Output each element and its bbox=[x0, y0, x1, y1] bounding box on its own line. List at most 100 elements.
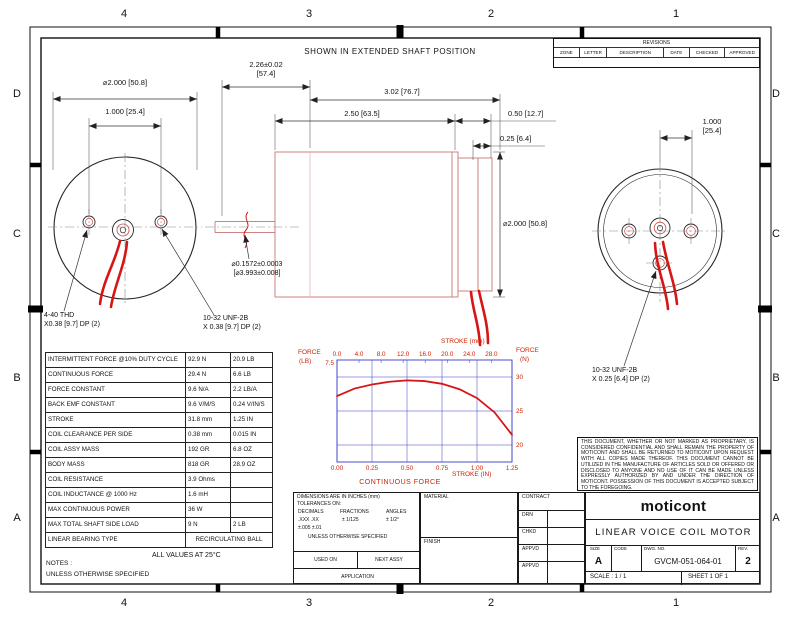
wires-side bbox=[469, 289, 490, 347]
zone-label: 1 bbox=[672, 597, 680, 609]
zone-label: B bbox=[13, 372, 21, 384]
contract-label: CONTRACT bbox=[522, 494, 550, 500]
chart-xlabel-in: STROKE (IN) bbox=[452, 471, 492, 478]
dim-step-length: 0.25 [6.4] bbox=[500, 134, 532, 143]
size-value: A bbox=[594, 555, 603, 567]
svg-text:28.0: 28.0 bbox=[485, 351, 498, 358]
material-block: MATERIAL FINISH bbox=[420, 492, 518, 584]
dimension-lines bbox=[52, 80, 693, 367]
zone-label: 1 bbox=[672, 8, 680, 20]
drn-label: DRN bbox=[522, 512, 533, 518]
scale-value: SCALE : 1 / 1 bbox=[590, 574, 627, 580]
zone-label: D bbox=[13, 88, 21, 100]
revisions-title: REVISIONS bbox=[554, 39, 759, 48]
rear-view bbox=[592, 163, 728, 311]
zone-label: A bbox=[772, 512, 780, 524]
appvd-label-2: APPVD bbox=[522, 563, 539, 569]
dim-rear-spacing-line1: 1.000 bbox=[702, 117, 722, 126]
dim-shaft-ext-line2: [57.4] bbox=[256, 69, 276, 78]
zone-label: 2 bbox=[487, 8, 495, 20]
svg-text:0.00: 0.00 bbox=[331, 465, 344, 472]
svg-text:24.0: 24.0 bbox=[463, 351, 476, 358]
moticont-logo: moticont bbox=[640, 497, 707, 515]
tol-fractions-label: FRACTIONS bbox=[340, 509, 369, 515]
chkd-label: CHKD bbox=[522, 529, 537, 535]
dim-rear-spacing-line2: [25.4] bbox=[702, 126, 722, 135]
zone-label: 4 bbox=[120, 8, 128, 20]
dim-front-diameter: ⌀2.000 [50.8] bbox=[102, 78, 148, 87]
svg-text:16.0: 16.0 bbox=[419, 351, 432, 358]
wires-rear bbox=[653, 240, 679, 311]
dim-shaft-diameter-line1: ⌀0.1572±0.0003 bbox=[231, 261, 283, 268]
dim-body-length: 2.50 [63.5] bbox=[344, 109, 380, 118]
revisions-header-cell: ZONE bbox=[554, 48, 580, 57]
chart-ylabel-n-1: FORCE bbox=[516, 347, 539, 354]
tol-decimals-label: DECIMALS bbox=[298, 509, 324, 515]
used-on-cell: USED ON bbox=[314, 556, 337, 563]
zone-label: C bbox=[13, 228, 21, 240]
dim-body-diameter: ⌀2.000 [50.8] bbox=[503, 219, 548, 228]
zone-label: 3 bbox=[305, 597, 313, 609]
shown-note: SHOWN IN EXTENDED SHAFT POSITION bbox=[304, 47, 476, 56]
tolerance-block: DIMENSIONS ARE IN INCHES (mm) TOLERANCES… bbox=[293, 492, 420, 584]
contract-block: CONTRACT DRN CHKD APPVD APPVD bbox=[518, 492, 585, 584]
tol-line1: DIMENSIONS ARE IN INCHES (mm) bbox=[297, 494, 380, 500]
revisions-header-cell: DATE bbox=[664, 48, 690, 57]
svg-text:0.50: 0.50 bbox=[401, 465, 414, 472]
callout-1032-rear-line1: 10-32 UNF-2B bbox=[592, 367, 638, 374]
tol-angles-val: ± 1/2° bbox=[386, 517, 400, 523]
callout-1032-front-line2: X 0.38 [9.7] DP (2) bbox=[203, 324, 261, 331]
tol-angles-label: ANGLES bbox=[386, 509, 407, 515]
notes-label: NOTES : bbox=[46, 560, 73, 567]
zone-label: 3 bbox=[305, 8, 313, 20]
wires-front bbox=[98, 239, 129, 309]
svg-text:7.5: 7.5 bbox=[325, 360, 334, 367]
appvd-label-1: APPVD bbox=[522, 546, 539, 552]
rev-value: 2 bbox=[745, 555, 751, 567]
svg-text:0.25: 0.25 bbox=[366, 465, 379, 472]
next-assy-cell: NEXT ASSY bbox=[375, 556, 403, 563]
dim-shaft-diameter-line2: [⌀3.993±0.008] bbox=[233, 270, 281, 277]
svg-text:0.75: 0.75 bbox=[436, 465, 449, 472]
callout-1032-front-line1: 10-32 UNF-2B bbox=[203, 315, 249, 322]
revisions-header-cell: CHECKED bbox=[690, 48, 726, 57]
title-block: moticont LINEAR VOICE COIL MOTOR SIZE CO… bbox=[585, 492, 760, 585]
svg-text:30: 30 bbox=[516, 374, 524, 381]
front-view bbox=[48, 153, 202, 309]
svg-text:1.00: 1.00 bbox=[471, 465, 484, 472]
callout-1032-rear-line2: X 0.25 [6.4] DP (2) bbox=[592, 376, 650, 383]
notes-unless: UNLESS OTHERWISE SPECIFIED bbox=[46, 571, 150, 578]
side-view bbox=[205, 151, 493, 347]
dim-overall-length: 3.02 [76.7] bbox=[384, 87, 420, 96]
zone-label: 4 bbox=[120, 597, 128, 609]
svg-text:12.0: 12.0 bbox=[397, 351, 410, 358]
tol-decimals-tol: ±.005 ±.01 bbox=[298, 525, 322, 531]
svg-text:0.0: 0.0 bbox=[333, 351, 342, 358]
svg-text:20: 20 bbox=[516, 442, 524, 449]
drawing-title: LINEAR VOICE COIL MOTOR bbox=[595, 526, 752, 538]
code-label: CODE bbox=[614, 546, 628, 551]
revisions-header-cell: APPROVED bbox=[729, 50, 755, 55]
zone-label: B bbox=[772, 372, 780, 384]
callout-440-line1: 4-40 THD bbox=[44, 312, 75, 319]
sheet-value: SHEET 1 OF 1 bbox=[688, 574, 728, 580]
chart-ylabel-lb-1: FORCE bbox=[298, 349, 321, 356]
tol-line2: TOLERANCES ON: bbox=[297, 501, 342, 507]
revisions-header-cell: DESCRIPTION bbox=[607, 48, 664, 57]
